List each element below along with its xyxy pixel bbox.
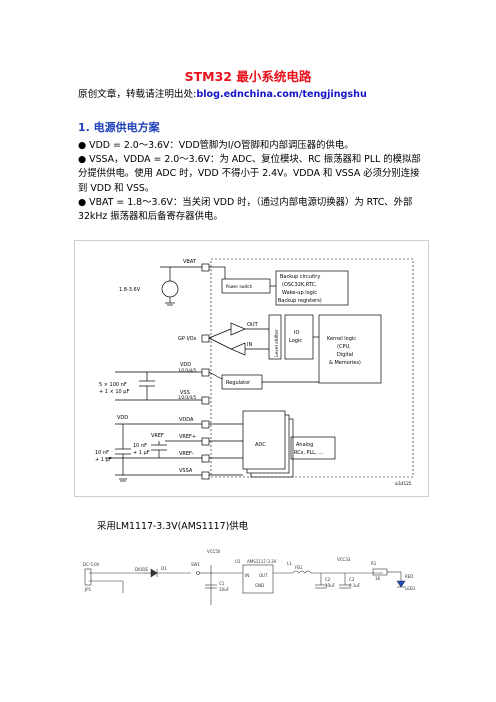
label-fb1: FB1 — [295, 565, 303, 570]
label-kernel-2: (CPU, — [337, 344, 351, 350]
label-vdd: VDD — [180, 362, 191, 368]
bullet-vbat: ● VBAT = 1.8～3.6V：当关闭 VDD 时，（通过内部电源切换器）为… — [78, 197, 413, 223]
power-scheme-diagram: VBAT 1.8-3.6V Power switch Backup circui… — [95, 258, 414, 486]
label-gpios: GP I/Os — [178, 336, 197, 342]
label-vref-minus: VREF- — [179, 451, 194, 457]
label-level-shifter: Level shifter — [274, 329, 280, 357]
label-jp: JP1 — [84, 587, 92, 592]
label-vdda: VDDA — [179, 417, 194, 423]
label-c3-value: 0.1uF — [349, 583, 361, 588]
label-u1-out: OUT — [259, 573, 268, 578]
label-backup-l2: Wake-up logic — [282, 290, 317, 296]
label-cap-a-1: 10 nF — [95, 450, 109, 456]
label-dc: DC-5.0V — [83, 562, 100, 567]
label-d1: D1 — [161, 566, 167, 571]
label-part: AMS1117-3.3V — [247, 559, 277, 564]
label-sw: SW1 — [191, 562, 200, 567]
label-vref-plus: VREF+ — [179, 434, 196, 440]
label-c3: C3 — [349, 577, 355, 582]
label-out: OUT — [247, 322, 259, 328]
label-u1-in: IN — [245, 573, 249, 578]
label-vdd-left: VDD — [117, 415, 128, 421]
label-regulator: Regulator — [226, 380, 251, 386]
label-c1-value: 10uF — [219, 587, 230, 592]
source-note: 原创文章，转载请注明出处:blog.ednchina.com/tengjings… — [78, 86, 367, 100]
regulator-schematic-svg: DC-5.0V JP1 DIODE D1 SW1 VCC50 U1 AMS111… — [83, 549, 416, 605]
page-title: STM32 最小系统电路 — [184, 69, 312, 84]
label-logic: Logic — [289, 338, 302, 344]
label-vref: VREF — [151, 433, 164, 439]
label-backup-l1: (OSC32K,RTC, — [282, 282, 317, 288]
label-vdd-pins: 1/2/3/4/5 — [178, 368, 197, 373]
label-cap-b-1: 10 nF — [133, 443, 147, 449]
label-c2: C2 — [325, 577, 331, 582]
regulator-schematic: DC-5.0V JP1 DIODE D1 SW1 VCC50 U1 AMS111… — [83, 545, 428, 613]
label-u1: U1 — [235, 559, 241, 564]
label-kernel-4: & Memories) — [329, 360, 361, 366]
label-cap-vdd-2: + 1 × 10 µF — [99, 389, 129, 395]
label-adc: ADC — [255, 442, 266, 448]
label-vssa: VSSA — [179, 468, 193, 474]
label-figure-code: ai14125 — [395, 481, 412, 486]
label-c2-value: 10uF — [325, 583, 336, 588]
label-cap-vdd-1: 5 × 100 nF — [99, 382, 127, 388]
label-diode: DIODE — [135, 567, 148, 572]
label-red: RED — [405, 574, 413, 579]
label-vbat-range: 1.8-3.6V — [119, 287, 141, 293]
label-vcc33: VCC33 — [337, 557, 351, 562]
label-backup: Backup circuitry — [280, 274, 320, 280]
label-u1-gnd: GND — [255, 583, 264, 588]
label-l1: L1 — [287, 561, 292, 566]
label-backup-l3: Backup registers) — [278, 298, 322, 304]
label-analog-2: RCs, PLL, ... — [294, 450, 323, 456]
label-vss-pins: 1/2/3/4/5 — [178, 395, 197, 400]
label-cap-a-2: + 1 µF — [95, 457, 112, 463]
label-cap-b-2: + 1 µF — [133, 450, 150, 456]
label-r1: R1 — [371, 561, 377, 566]
power-scheme-figure: VBAT 1.8-3.6V Power switch Backup circui… — [74, 240, 429, 497]
label-vcc50: VCC50 — [207, 549, 221, 554]
label-vbat: VBAT — [183, 259, 197, 265]
label-analog-1: Analog — [296, 442, 313, 448]
section-heading: 1. 电源供电方案 — [78, 121, 160, 134]
source-prefix: 原创文章，转载请注明出处: — [78, 89, 197, 100]
label-c1: C1 — [219, 581, 225, 586]
label-power-switch: Power switch — [226, 284, 253, 289]
label-led: LED1 — [405, 586, 416, 591]
label-kernel-1: Kernel logic — [327, 336, 356, 342]
label-r1-value: 1K — [375, 576, 381, 581]
label-in: IN — [247, 342, 252, 348]
bullet-vdda: ● VSSA，VDDA = 2.0～3.6V：为 ADC、复位模块、RC 振荡器… — [78, 154, 421, 194]
label-io: IO — [294, 330, 299, 336]
label-kernel-3: Digital — [337, 352, 353, 358]
label-vss: VSS — [180, 390, 190, 396]
bullet-vdd: ● VDD = 2.0～3.6V：VDD管脚为I/O管脚和内部调压器的供电。 — [78, 140, 354, 151]
source-link[interactable]: blog.ednchina.com/tengjingshu — [196, 89, 367, 100]
figure-caption: 采用LM1117-3.3V(AMS1117)供电 — [97, 521, 249, 532]
